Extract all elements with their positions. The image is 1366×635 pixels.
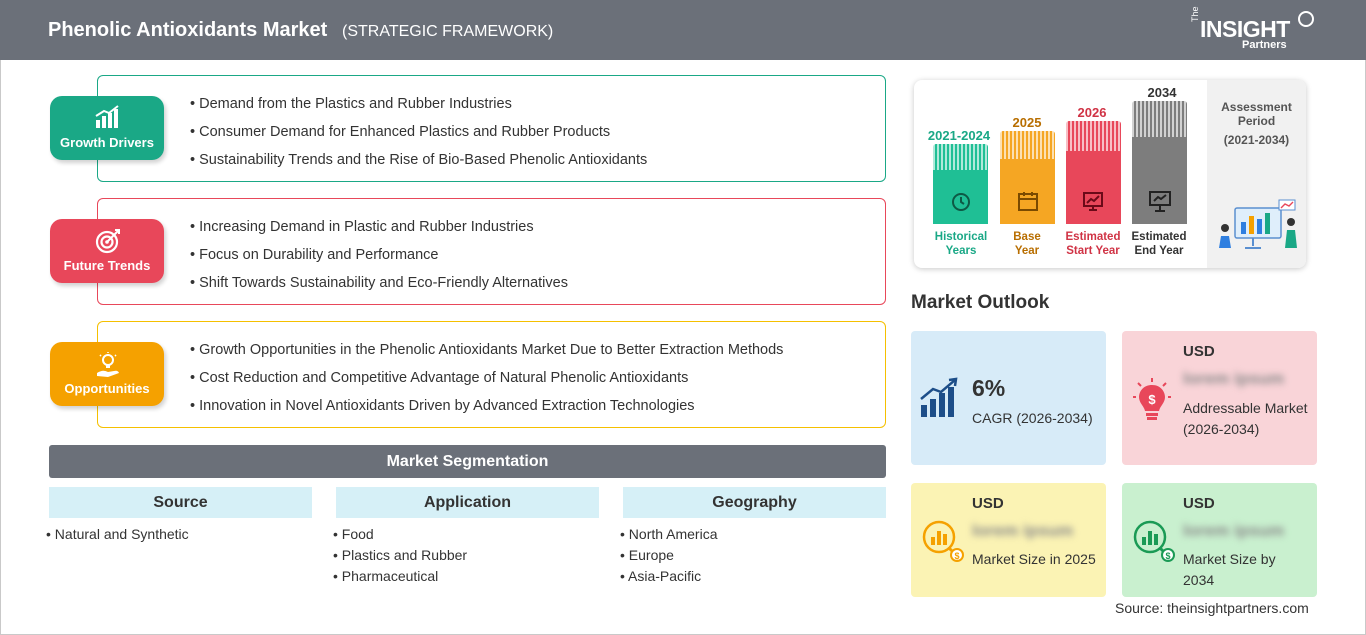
header-bar: Phenolic Antioxidants Market (STRATEGIC … — [0, 0, 1366, 60]
list-item: Food — [333, 524, 599, 545]
size-2034-label: Market Size by 2034 — [1183, 551, 1276, 588]
logo-ring-icon — [1298, 11, 1314, 27]
future-trends-label: Future Trends — [63, 258, 151, 273]
list-item: Consumer Demand for Enhanced Plastics an… — [190, 122, 647, 150]
timeline-bar-end — [1132, 101, 1187, 224]
presentation-icon — [1149, 191, 1171, 212]
page-title: Phenolic Antioxidants Market — [48, 19, 328, 41]
segment-application: Application Food Plastics and Rubber Pha… — [336, 487, 599, 587]
assessment-range: (2021-2034) — [1223, 133, 1290, 147]
timeline-bar-start — [1066, 121, 1121, 224]
growth-drivers-label: Growth Drivers — [60, 135, 154, 150]
future-trends-tag: Future Trends — [50, 219, 164, 283]
growth-drivers-list: Demand from the Plastics and Rubber Indu… — [190, 94, 647, 178]
svg-text:$: $ — [1165, 551, 1170, 561]
market-size-2034-box: $ USD lorem ipsum Market Size by 2034 — [1122, 483, 1317, 597]
list-item: Demand from the Plastics and Rubber Indu… — [190, 94, 647, 122]
addressable-value: lorem ipsum — [1183, 369, 1285, 388]
future-trends-list: Increasing Demand in Plastic and Rubber … — [190, 217, 568, 301]
insight-partners-logo[interactable]: The INSIGHT Partners — [1190, 6, 1320, 54]
timeline-bar-historical — [933, 144, 988, 224]
cagr-value: 6% — [972, 375, 1006, 401]
dollar-bulb-icon: $ — [1133, 378, 1171, 420]
cagr-label: CAGR (2026-2034) — [972, 410, 1093, 426]
future-trends-card: Increasing Demand in Plastic and Rubber … — [97, 198, 886, 305]
market-outlook-title: Market Outlook — [911, 292, 1050, 313]
market-segmentation-header: Market Segmentation — [49, 445, 886, 478]
segment-source: Source Natural and Synthetic — [49, 487, 312, 545]
opportunities-tag: Opportunities — [50, 342, 164, 406]
idea-hand-icon — [97, 352, 119, 377]
logo-the: The — [1190, 6, 1200, 22]
svg-text:$: $ — [1148, 392, 1156, 407]
logo-insight: INSIGHT — [1200, 16, 1290, 42]
timeline-year: 2026 — [1077, 105, 1107, 120]
assessment-period: Assessment Period (2021-2034) — [1207, 80, 1306, 268]
history-icon — [952, 193, 970, 211]
list-item: Asia-Pacific — [620, 566, 886, 587]
calendar-icon — [1018, 192, 1038, 211]
opportunities-card: Growth Opportunities in the Phenolic Ant… — [97, 321, 886, 428]
segment-head: Geography — [623, 487, 886, 518]
timeline-year: 2021-2024 — [927, 128, 991, 143]
cagr-box: 6% CAGR (2026-2034) — [911, 331, 1106, 465]
timeline-year: 2034 — [1147, 85, 1177, 100]
list-item: Growth Opportunities in the Phenolic Ant… — [190, 340, 783, 368]
size-2025-value: lorem ipsum — [972, 521, 1074, 540]
list-item: Shift Towards Sustainability and Eco-Fri… — [190, 273, 568, 301]
list-item: Cost Reduction and Competitive Advantage… — [190, 368, 783, 396]
list-item: Natural and Synthetic — [46, 524, 312, 545]
page-subtitle: (STRATEGIC FRAMEWORK) — [342, 23, 554, 40]
addressable-usd: USD — [1183, 343, 1215, 360]
addressable-market-box: $ USD lorem ipsum Addressable Market (20… — [1122, 331, 1317, 465]
source-link[interactable]: Source: theinsightpartners.com — [1115, 600, 1309, 616]
segment-geography: Geography North America Europe Asia-Paci… — [623, 487, 886, 587]
size-2025-usd: USD — [972, 495, 1004, 512]
analytics-people-icon — [1219, 199, 1297, 249]
size-2034-usd: USD — [1183, 495, 1215, 512]
list-item: Europe — [620, 545, 886, 566]
list-item: Pharmaceutical — [333, 566, 599, 587]
market-size-2025-box: $ USD lorem ipsum Market Size in 2025 — [911, 483, 1106, 597]
size-2025-label: Market Size in 2025 — [972, 551, 1096, 567]
list-item: Sustainability Trends and the Rise of Bi… — [190, 150, 647, 178]
list-item: Innovation in Novel Antioxidants Driven … — [190, 396, 783, 424]
addressable-label: Addressable Market (2026-2034) — [1183, 400, 1308, 437]
list-item: Increasing Demand in Plastic and Rubber … — [190, 217, 568, 245]
coin-chart-icon: $ — [1133, 520, 1175, 562]
opportunities-label: Opportunities — [64, 381, 150, 396]
segment-head: Source — [49, 487, 312, 518]
timeline-bar-base — [1000, 131, 1055, 224]
growth-chart-icon — [95, 105, 119, 128]
logo-partners: Partners — [1242, 39, 1287, 51]
growth-drivers-card: Demand from the Plastics and Rubber Indu… — [97, 75, 886, 182]
svg-text:$: $ — [954, 551, 959, 561]
list-item: Plastics and Rubber — [333, 545, 599, 566]
timeline-year: 2025 — [1012, 115, 1042, 130]
growth-chart-icon — [920, 377, 958, 417]
list-item: North America — [620, 524, 886, 545]
growth-drivers-tag: Growth Drivers — [50, 96, 164, 160]
list-item: Focus on Durability and Performance — [190, 245, 568, 273]
opportunities-list: Growth Opportunities in the Phenolic Ant… — [190, 340, 783, 424]
chart-board-icon — [1083, 192, 1103, 211]
size-2034-value: lorem ipsum — [1183, 521, 1285, 540]
coin-chart-icon: $ — [922, 520, 964, 562]
segment-head: Application — [336, 487, 599, 518]
target-icon — [95, 229, 120, 254]
assessment-label: Assessment Period — [1221, 100, 1292, 128]
